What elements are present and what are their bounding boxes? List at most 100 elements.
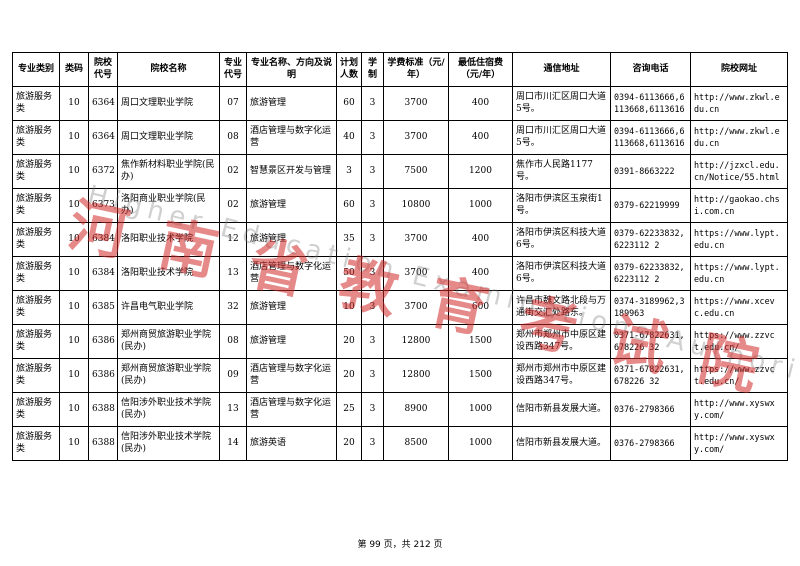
col-header-website: 院校网址 — [690, 52, 788, 87]
cell-plan-count: 25 — [336, 392, 362, 427]
cell-major-code: 08 — [219, 120, 247, 155]
cell-phone: 0371-67822631,678226 32 — [610, 324, 691, 359]
cell-tuition: 3700 — [383, 86, 449, 121]
cell-plan-count: 20 — [336, 358, 362, 393]
cell-address: 洛阳市伊滨区科技大道6号。 — [512, 256, 611, 291]
cell-website[interactable]: https://www.zzvct.edu.cn/ — [690, 358, 788, 393]
col-header-address: 通信地址 — [512, 52, 611, 87]
cell-category: 旅游服务类 — [12, 392, 60, 427]
cell-dorm-fee: 1000 — [448, 188, 513, 223]
col-header-duration: 学制 — [361, 52, 384, 87]
cell-class-code: 10 — [59, 222, 89, 257]
cell-phone: 0379-62219999 — [610, 188, 691, 223]
cell-duration: 3 — [361, 324, 384, 359]
cell-tuition: 12800 — [383, 324, 449, 359]
col-header-plan-count: 计划人数 — [336, 52, 362, 87]
cell-dorm-fee: 400 — [448, 256, 513, 291]
cell-major-name: 酒店管理与数字化运营 — [246, 358, 337, 393]
page-footer: 第 99 页，共 212 页 — [357, 540, 443, 550]
cell-dorm-fee: 1000 — [448, 426, 513, 461]
cell-school-code: 6364 — [88, 120, 118, 155]
cell-major-code: 32 — [219, 290, 247, 325]
cell-duration: 3 — [361, 222, 384, 257]
cell-major-name: 旅游英语 — [246, 426, 337, 461]
cell-phone: 0374-3189962,3189963 — [610, 290, 691, 325]
cell-major-name: 酒店管理与数字化运营 — [246, 392, 337, 427]
cell-plan-count: 20 — [336, 324, 362, 359]
cell-address: 周口市川汇区周口大道5号。 — [512, 86, 611, 121]
cell-category: 旅游服务类 — [12, 86, 60, 121]
cell-website[interactable]: https://www.zzvct.edu.cn/ — [690, 324, 788, 359]
cell-category: 旅游服务类 — [12, 290, 60, 325]
cell-website[interactable]: http://www.zkwl.edu.cn — [690, 86, 788, 121]
cell-website[interactable]: http://gaokao.chsi.com.cn — [690, 188, 788, 223]
cell-major-name: 旅游管理 — [246, 324, 337, 359]
cell-duration: 3 — [361, 392, 384, 427]
cell-dorm-fee: 1000 — [448, 392, 513, 427]
cell-major-code: 12 — [219, 222, 247, 257]
cell-school-name: 洛阳职业技术学院 — [117, 256, 220, 291]
cell-class-code: 10 — [59, 392, 89, 427]
cell-class-code: 10 — [59, 86, 89, 121]
cell-website[interactable]: https://www.lypt.edu.cn — [690, 222, 788, 257]
cell-tuition: 3700 — [383, 120, 449, 155]
cell-major-name: 旅游管理 — [246, 86, 337, 121]
cell-address: 郑州市郑州市中原区建设西路347号。 — [512, 324, 611, 359]
cell-school-code: 6372 — [88, 154, 118, 189]
cell-address: 洛阳市伊滨区玉泉街1号。 — [512, 188, 611, 223]
col-header-category: 专业类别 — [12, 52, 60, 87]
cell-dorm-fee: 1500 — [448, 324, 513, 359]
cell-school-code: 6384 — [88, 256, 118, 291]
col-header-class-code: 类码 — [59, 52, 89, 87]
cell-address: 郑州市郑州市中原区建设西路347号。 — [512, 358, 611, 393]
cell-major-name: 旅游管理 — [246, 290, 337, 325]
cell-school-name: 信阳涉外职业技术学院(民办) — [117, 392, 220, 427]
cell-website[interactable]: http://www.xyswxy.com/ — [690, 426, 788, 461]
cell-major-code: 02 — [219, 188, 247, 223]
cell-dorm-fee: 400 — [448, 120, 513, 155]
cell-major-code: 02 — [219, 154, 247, 189]
cell-phone: 0379-62233832,6223112 2 — [610, 222, 691, 257]
enrollment-plan-table: 专业类别 类码 院校代号 院校名称 专业代号 专业名称、方向及说明 计划人数 学… — [12, 52, 788, 461]
cell-school-code: 6385 — [88, 290, 118, 325]
cell-phone: 0391-8663222 — [610, 154, 691, 189]
cell-school-name: 洛阳商业职业学院(民办) — [117, 188, 220, 223]
cell-dorm-fee: 400 — [448, 86, 513, 121]
cell-school-code: 6386 — [88, 358, 118, 393]
cell-phone: 0376-2798366 — [610, 392, 691, 427]
cell-website[interactable]: https://www.lypt.edu.cn — [690, 256, 788, 291]
cell-tuition: 7500 — [383, 154, 449, 189]
cell-duration: 3 — [361, 86, 384, 121]
cell-website[interactable]: https://www.xcevc.edu.cn — [690, 290, 788, 325]
cell-website[interactable]: http://jzxcl.edu.cn/Notice/55.html — [690, 154, 788, 189]
cell-category: 旅游服务类 — [12, 222, 60, 257]
cell-school-code: 6388 — [88, 426, 118, 461]
cell-tuition: 12800 — [383, 358, 449, 393]
col-header-school-code: 院校代号 — [88, 52, 118, 87]
cell-major-name: 酒店管理与数字化运营 — [246, 120, 337, 155]
cell-major-code: 14 — [219, 426, 247, 461]
cell-tuition: 10800 — [383, 188, 449, 223]
col-header-dorm-fee: 最低住宿费（元/年） — [448, 52, 513, 87]
cell-address: 信阳市新县发展大道。 — [512, 392, 611, 427]
cell-school-name: 周口文理职业学院 — [117, 120, 220, 155]
cell-school-code: 6384 — [88, 222, 118, 257]
cell-phone: 0394-6113666,6113668,6113616 — [610, 86, 691, 121]
cell-category: 旅游服务类 — [12, 426, 60, 461]
cell-category: 旅游服务类 — [12, 256, 60, 291]
cell-website[interactable]: http://www.xyswxy.com/ — [690, 392, 788, 427]
cell-category: 旅游服务类 — [12, 154, 60, 189]
cell-duration: 3 — [361, 426, 384, 461]
cell-dorm-fee: 600 — [448, 290, 513, 325]
cell-school-name: 郑州商贸旅游职业学院(民办) — [117, 358, 220, 393]
cell-phone: 0394-6113666,6113668,6113616 — [610, 120, 691, 155]
cell-website[interactable]: http://www.zkwl.edu.cn — [690, 120, 788, 155]
cell-plan-count: 3 — [336, 154, 362, 189]
cell-class-code: 10 — [59, 426, 89, 461]
